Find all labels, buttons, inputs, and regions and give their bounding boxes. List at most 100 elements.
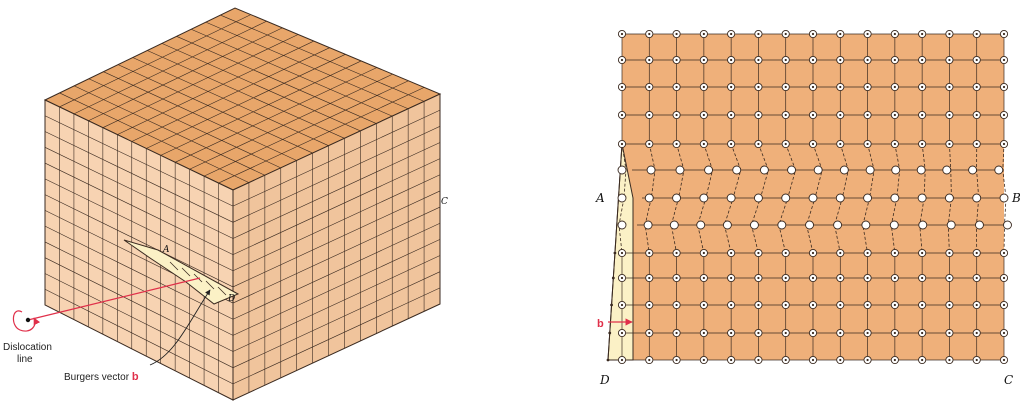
atom-center <box>1002 58 1006 62</box>
grid-line <box>189 73 393 170</box>
grid-line <box>232 239 441 336</box>
atom-center <box>921 113 924 117</box>
lattice-atom <box>891 165 901 175</box>
grid-line <box>205 21 409 110</box>
lattice-atom <box>669 220 679 230</box>
atom-center <box>948 85 951 89</box>
grid-line <box>44 241 234 336</box>
lattice-atoms <box>606 29 1012 365</box>
block-top-face <box>43 7 442 191</box>
atom-center <box>730 358 733 362</box>
atom-center <box>975 32 978 36</box>
atom-center <box>893 85 896 89</box>
atom-center <box>702 113 705 117</box>
atom-center <box>811 331 815 335</box>
lattice-atom <box>890 193 900 203</box>
atom-center <box>620 251 624 255</box>
grid-line <box>44 194 234 288</box>
atom-center <box>811 251 815 255</box>
atom-center <box>975 331 978 335</box>
grid-line <box>103 71 297 161</box>
lattice-atom <box>644 193 654 203</box>
lattice-atom <box>1003 220 1012 230</box>
lattice-atom <box>946 220 956 230</box>
label-D-left: D <box>227 294 235 304</box>
atom-center <box>648 276 651 280</box>
atom-center <box>839 331 842 335</box>
atom-center <box>975 113 978 117</box>
atom-center <box>702 32 705 36</box>
atom-center <box>866 331 869 335</box>
distorted-bond <box>1002 143 1007 254</box>
atom-center <box>1002 276 1006 280</box>
grid-line <box>117 40 314 135</box>
lattice-atom <box>975 220 984 230</box>
dislocation-line-caption-l2: line <box>17 354 33 365</box>
grid-line <box>232 142 441 239</box>
atom-center <box>675 303 678 307</box>
atom-center <box>975 251 978 255</box>
burgers-vector-symbol: b <box>132 371 139 383</box>
lattice-atom <box>863 193 873 203</box>
grid-line <box>160 60 362 156</box>
atom-center <box>620 113 624 117</box>
atom-center <box>1002 85 1006 89</box>
lattice-atom <box>722 220 732 230</box>
atom-center <box>620 58 624 62</box>
atom-center <box>811 303 815 307</box>
atom-center <box>839 276 842 280</box>
atom-center <box>811 58 815 62</box>
atom-center <box>921 32 924 36</box>
atom-center <box>757 358 760 362</box>
atom-center <box>675 331 678 335</box>
grid-line <box>232 206 441 304</box>
lattice-atom <box>865 165 875 175</box>
atom-center <box>730 85 733 89</box>
atom-center <box>866 113 869 117</box>
atom-center <box>648 58 651 62</box>
grid-line <box>176 36 377 124</box>
atom-center <box>948 58 951 62</box>
atom-center <box>757 32 760 36</box>
atom-center <box>784 113 787 117</box>
grid-line <box>161 43 361 132</box>
grid-line <box>88 27 283 122</box>
atom-center <box>975 58 978 62</box>
atom-center <box>784 32 787 36</box>
atom-center <box>702 331 705 335</box>
atom-center <box>675 358 678 362</box>
atom-center <box>975 358 978 362</box>
atom-center <box>948 113 951 117</box>
atom-center <box>675 142 678 146</box>
grid-line <box>44 162 234 255</box>
atom-center <box>948 142 951 146</box>
atom-center <box>757 251 760 255</box>
atom-center <box>975 85 978 89</box>
atom-center <box>839 142 842 146</box>
atom-center <box>730 58 733 62</box>
lattice-atom <box>759 165 769 175</box>
lattice-atom <box>646 165 656 175</box>
distorted-bond <box>618 143 627 254</box>
step-atom <box>606 358 610 362</box>
step-atom <box>613 251 617 255</box>
atom-center <box>648 303 651 307</box>
distorted-bond <box>919 143 926 254</box>
lattice-atom <box>813 165 823 175</box>
lattice-atom <box>675 165 685 175</box>
atom-center <box>811 142 815 146</box>
lattice-atom <box>805 220 814 230</box>
atom-center <box>948 358 951 362</box>
grid-line <box>191 28 393 117</box>
burgers-vector-caption: Burgers vector b <box>64 371 139 383</box>
burgers-vector-caption-text: Burgers vector <box>64 372 132 383</box>
lattice-atom <box>889 220 899 230</box>
atom-center <box>675 276 678 280</box>
atom-center <box>893 113 896 117</box>
lattice-atom <box>972 193 982 203</box>
atom-center <box>866 58 869 62</box>
atom-center <box>866 358 869 362</box>
atom-center <box>975 142 978 146</box>
atom-center <box>702 276 705 280</box>
grid-line <box>232 255 441 352</box>
